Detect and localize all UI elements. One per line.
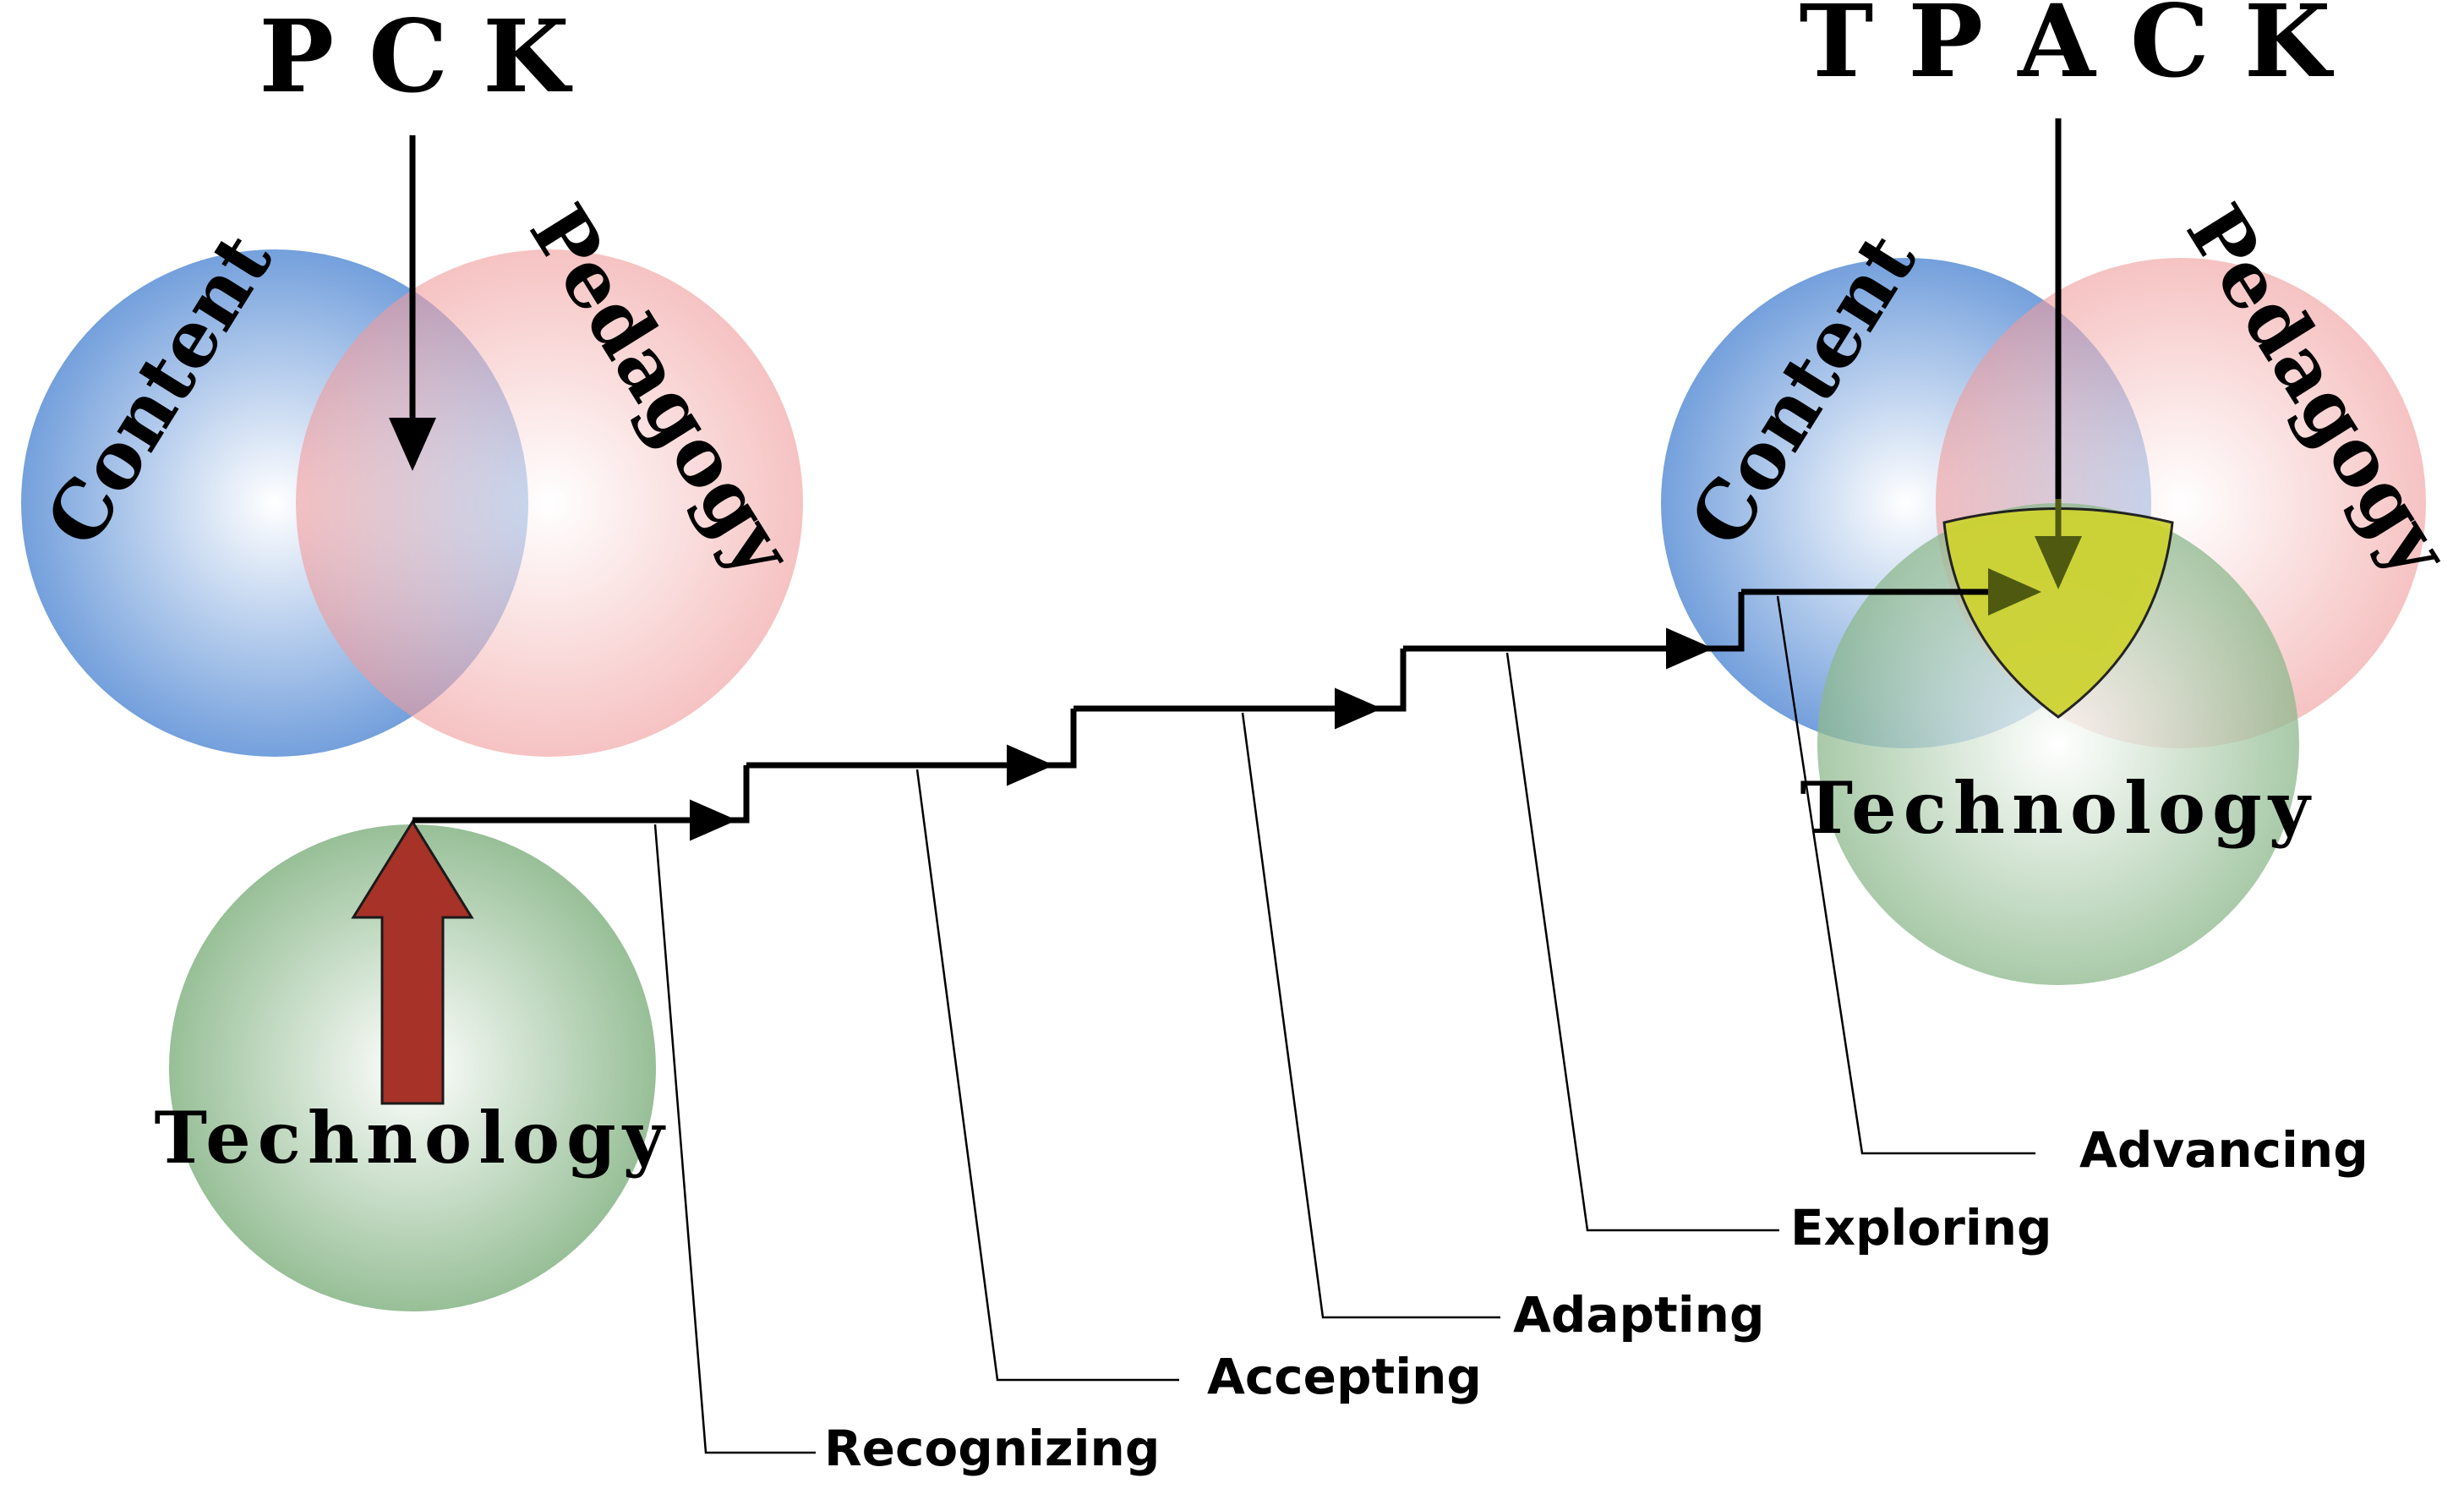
pck-title: P C K — [259, 0, 573, 115]
staircase-path — [412, 568, 2041, 841]
stage-label-exploring: Exploring — [1790, 1199, 2052, 1256]
pck-venn — [21, 249, 803, 757]
leader-exploring — [1505, 652, 1779, 1232]
riser-3 — [1376, 649, 1407, 712]
stage-label-accepting: Accepting — [1207, 1348, 1482, 1405]
tpack-title: T P A C K — [1800, 0, 2335, 100]
technology-circle-right — [1817, 503, 2299, 985]
stage-label-adapting: Adapting — [1513, 1286, 1764, 1344]
stage-leaders — [653, 595, 2035, 1454]
up-arrow — [351, 819, 474, 1105]
technology-label-left: Technology — [154, 1096, 670, 1180]
leader-advancing — [1776, 595, 2035, 1155]
riser-2 — [1048, 709, 1077, 769]
leader-accepting — [915, 769, 1179, 1382]
leader-adapting — [1241, 712, 1500, 1319]
stage-label-recognizing: Recognizing — [824, 1420, 1160, 1477]
technology-label-right: Technology — [1800, 766, 2316, 850]
riser-4 — [1707, 592, 1745, 652]
riser-1 — [731, 765, 750, 824]
leader-recognizing — [653, 824, 816, 1454]
tpack-venn — [1661, 258, 2426, 985]
stage-label-advancing: Advancing — [2079, 1121, 2368, 1179]
pedagogy-circle-left — [296, 249, 803, 757]
